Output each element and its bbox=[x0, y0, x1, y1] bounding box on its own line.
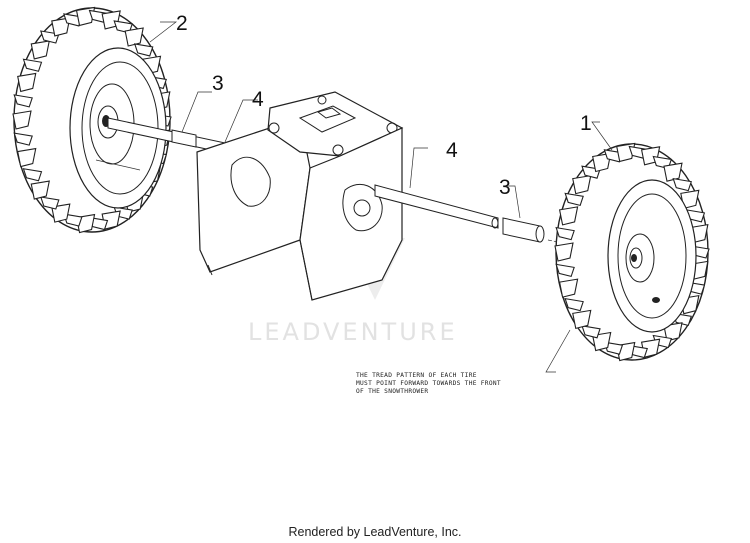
tread-lug bbox=[554, 242, 574, 262]
tread-lug bbox=[40, 196, 60, 210]
note-line-3: OF THE SNOWTHROWER bbox=[356, 388, 428, 395]
tread-lug bbox=[564, 297, 584, 312]
right-axle-assembly bbox=[374, 184, 583, 248]
callout-2: 2 bbox=[176, 12, 188, 35]
tread-lug bbox=[22, 168, 43, 182]
callout-4-left: 4 bbox=[252, 88, 264, 111]
tread-lug bbox=[555, 226, 575, 241]
tread-lug bbox=[572, 309, 592, 330]
watermark-text: LEADVENTURE bbox=[248, 318, 458, 346]
tread-lug bbox=[572, 174, 592, 195]
tread-lug bbox=[133, 43, 154, 57]
callout-3-right: 3 bbox=[499, 176, 511, 199]
tread-lug bbox=[672, 177, 692, 192]
tread-lug bbox=[558, 278, 579, 298]
tread-lug bbox=[17, 72, 37, 93]
callout-4-right: 4 bbox=[446, 139, 458, 162]
callout-1: 1 bbox=[580, 112, 592, 135]
note-line-1: THE TREAD PATTERN OF EACH TIRE bbox=[356, 372, 477, 379]
tread-lug bbox=[581, 325, 601, 339]
leader-lines bbox=[149, 21, 613, 373]
note-line-2: MUST POINT FORWARD TOWARDS THE FRONT bbox=[356, 380, 501, 387]
callout-3-left: 3 bbox=[212, 72, 224, 95]
tread-lug bbox=[17, 147, 37, 168]
tread-lug bbox=[592, 152, 612, 173]
tread-lug bbox=[63, 213, 83, 227]
tread-lug bbox=[558, 206, 579, 226]
tread-lug bbox=[13, 94, 33, 108]
tread-lug bbox=[30, 40, 50, 60]
tread-lug bbox=[13, 132, 33, 146]
frame-housing bbox=[196, 91, 404, 301]
tread-lug bbox=[124, 27, 144, 47]
tread-lug bbox=[22, 58, 43, 72]
left-tire bbox=[12, 6, 172, 234]
tread-lug bbox=[12, 110, 32, 130]
tread-lug bbox=[51, 17, 71, 37]
tread-lug bbox=[564, 192, 584, 207]
right-tire bbox=[554, 142, 710, 362]
footer-credit: Rendered by LeadVenture, Inc. bbox=[288, 525, 462, 539]
tread-lug bbox=[30, 180, 50, 200]
tread-lug bbox=[663, 162, 683, 182]
tread-lug bbox=[555, 263, 575, 278]
